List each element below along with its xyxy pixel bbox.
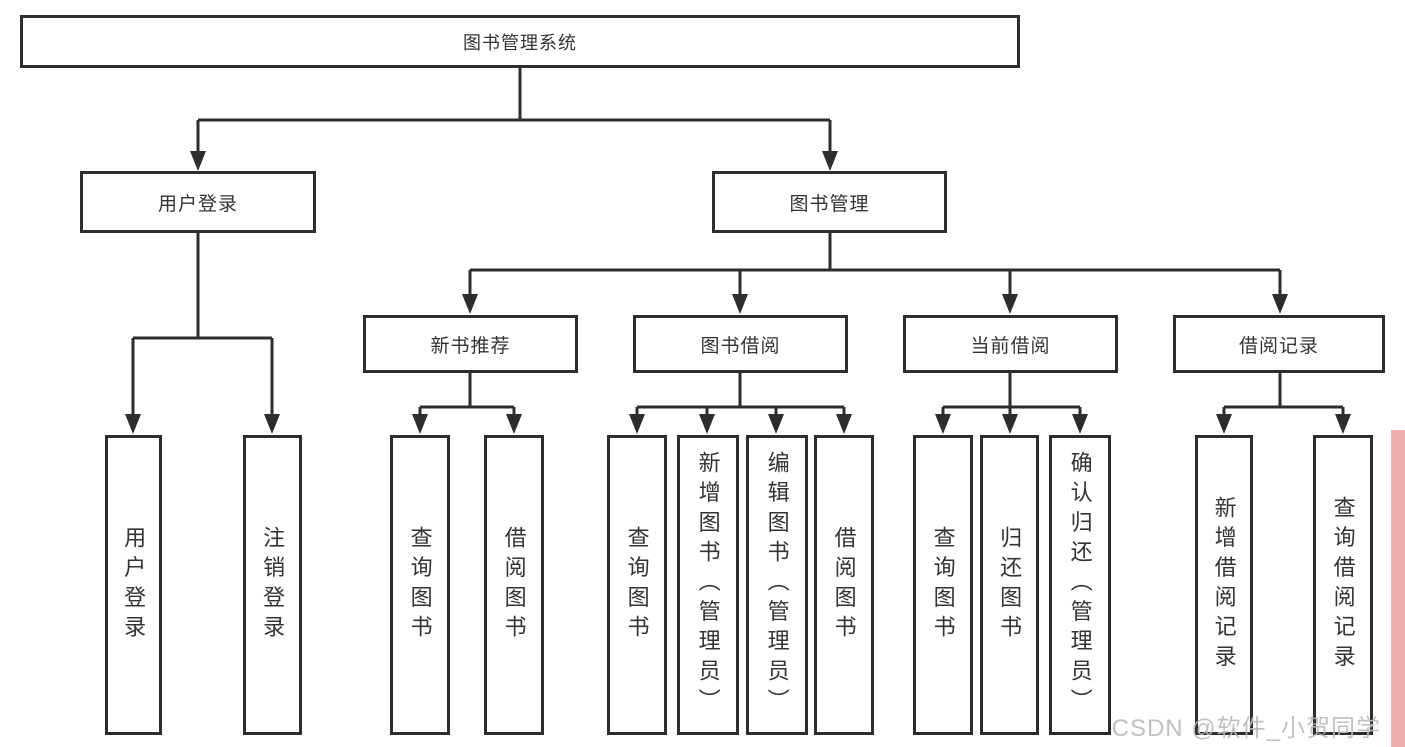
node-book-borrowing: 图书借阅 [633,315,848,373]
node-book-management-module: 图书管理 [712,171,947,233]
node-label: 借阅记录 [1238,335,1319,357]
node-root-label: 图书管理系统 [463,32,577,53]
leaf-label: 注销登录 [260,525,286,645]
leaf-label: 查询借阅记录 [1330,495,1356,675]
leaf-label: 新增借阅记录 [1211,495,1237,675]
leaf-query-books-cb: 查询图书 [913,435,973,735]
leaf-label: 编辑图书（管理员） [764,451,790,719]
node-user-login-module: 用户登录 [80,171,316,233]
right-edge-accent-strip [1391,430,1405,747]
leaf-confirm-return-admin: 确认归还（管理员） [1049,435,1111,735]
leaf-label: 查询图书 [407,525,433,645]
leaf-label: 借阅图书 [831,525,857,645]
leaf-query-books-bb: 查询图书 [607,435,667,735]
node-new-book-recommend: 新书推荐 [363,315,578,373]
leaf-borrow-books-nbr: 借阅图书 [484,435,544,735]
node-label: 当前借阅 [970,335,1051,357]
leaf-query-borrow-record: 查询借阅记录 [1313,435,1373,735]
csdn-watermark: CSDN @软件_小贺同学 [1111,715,1381,742]
leaf-logout: 注销登录 [243,435,302,735]
node-current-borrowing: 当前借阅 [903,315,1118,373]
leaf-label: 借阅图书 [501,525,527,645]
leaf-return-books: 归还图书 [980,435,1039,735]
node-label: 图书借阅 [700,335,781,357]
leaf-add-books-admin: 新增图书（管理员） [677,435,739,735]
leaf-edit-books-admin: 编辑图书（管理员） [746,435,808,735]
leaf-label: 新增图书（管理员） [695,451,721,719]
node-label: 新书推荐 [430,335,511,357]
leaf-label: 查询图书 [624,525,650,645]
leaf-label: 确认归还（管理员） [1067,451,1093,719]
leaf-label: 查询图书 [930,525,956,645]
node-borrowing-records: 借阅记录 [1173,315,1385,373]
leaf-query-books-nbr: 查询图书 [390,435,450,735]
leaf-add-borrow-record: 新增借阅记录 [1195,435,1253,735]
leaf-user-login: 用户登录 [105,435,162,735]
node-label: 图书管理 [789,193,870,215]
leaf-borrow-books-bb: 借阅图书 [814,435,874,735]
leaf-label: 用户登录 [121,525,147,645]
node-root-system: 图书管理系统 [20,15,1020,68]
node-label: 用户登录 [157,193,238,215]
leaf-label: 归还图书 [997,525,1023,645]
